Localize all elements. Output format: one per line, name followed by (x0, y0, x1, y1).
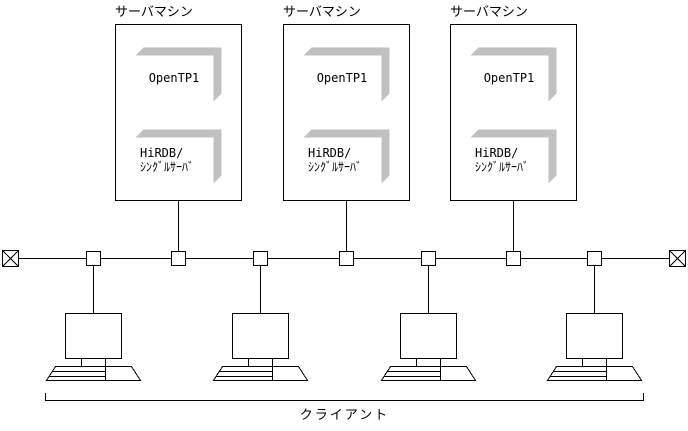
component-label: HiRDB/ ｼﾝｸﾞﾙｻｰﾊﾞ (308, 146, 363, 174)
bus-tap-connector (587, 251, 602, 266)
box3d-right-face (381, 47, 390, 102)
server-label: サーバマシン (450, 5, 528, 20)
server-machine-1: サーバマシン OpenTP1 HiRDB/ ｼﾝｸﾞﾙｻｰﾊﾞ (115, 5, 242, 201)
box3d-right-face (548, 129, 557, 184)
bus-tap-connector (86, 251, 101, 266)
clients-bracket-label: クライアント (299, 408, 390, 423)
monitor (232, 313, 289, 359)
box3d-right-face (548, 47, 557, 102)
box3d-top-face (470, 47, 557, 56)
component-label: OpenTP1 (316, 71, 368, 85)
client-workstation-icon (380, 313, 477, 381)
component-box-hirdb: HiRDB/ ｼﾝｸﾞﾙｻｰﾊﾞ (470, 129, 557, 184)
server-machine-box: OpenTP1 HiRDB/ ｼﾝｸﾞﾙｻｰﾊﾞ (450, 24, 577, 201)
bus-terminator-right-icon (669, 250, 686, 267)
box3d-shape (303, 47, 390, 102)
server-label: サーバマシン (115, 5, 193, 20)
server-machine-box: OpenTP1 HiRDB/ ｼﾝｸﾞﾙｻｰﾊﾞ (115, 24, 242, 201)
bus-tap-connector (506, 251, 521, 266)
keyboard (546, 366, 643, 381)
box3d-shape (470, 47, 557, 102)
box3d-shape (470, 129, 557, 184)
component-label: HiRDB/ ｼﾝｸﾞﾙｻｰﾊﾞ (475, 146, 530, 174)
keyboard (212, 366, 309, 381)
bus-tap-connector (421, 251, 436, 266)
monitor (566, 313, 623, 359)
component-label: OpenTP1 (483, 71, 535, 85)
box3d-front-face (470, 55, 549, 102)
box3d-shape (135, 47, 222, 102)
server-label: サーバマシン (283, 5, 361, 20)
box3d-top-face (470, 129, 557, 138)
box3d-front-face (470, 137, 549, 184)
box3d-shape (303, 129, 390, 184)
box3d-top-face (135, 47, 222, 56)
component-label: HiRDB/ ｼﾝｸﾞﾙｻｰﾊﾞ (140, 146, 195, 174)
component-box-hirdb: HiRDB/ ｼﾝｸﾞﾙｻｰﾊﾞ (303, 129, 390, 184)
client-workstation-icon (212, 313, 309, 381)
client-workstation-icon (45, 313, 142, 381)
server-machine-3: サーバマシン OpenTP1 HiRDB/ ｼﾝｸﾞﾙｻｰﾊﾞ (450, 5, 577, 201)
box3d-top-face (303, 129, 390, 138)
component-box-opentp1: OpenTP1 (303, 47, 390, 102)
monitor (400, 313, 457, 359)
bus-tap-connector (253, 251, 268, 266)
component-box-opentp1: OpenTP1 (135, 47, 222, 102)
keyboard (45, 366, 142, 381)
bus-tap-connector (171, 251, 186, 266)
box3d-shape (135, 129, 222, 184)
box3d-top-face (135, 129, 222, 138)
bus-tap-connector (339, 251, 354, 266)
component-box-opentp1: OpenTP1 (470, 47, 557, 102)
monitor (65, 313, 122, 359)
box3d-right-face (381, 129, 390, 184)
client-workstation-icon (546, 313, 643, 381)
box3d-front-face (303, 137, 382, 184)
server-machine-2: サーバマシン OpenTP1 HiRDB/ ｼﾝｸﾞﾙｻｰﾊﾞ (283, 5, 410, 201)
component-label: OpenTP1 (148, 71, 200, 85)
box3d-front-face (303, 55, 382, 102)
server-machine-box: OpenTP1 HiRDB/ ｼﾝｸﾞﾙｻｰﾊﾞ (283, 24, 410, 201)
box3d-right-face (213, 47, 222, 102)
box3d-front-face (135, 137, 214, 184)
bus-terminator-left-icon (2, 250, 19, 267)
box3d-right-face (213, 129, 222, 184)
clients-bracket (45, 393, 644, 401)
box3d-top-face (303, 47, 390, 56)
box3d-front-face (135, 55, 214, 102)
component-box-hirdb: HiRDB/ ｼﾝｸﾞﾙｻｰﾊﾞ (135, 129, 222, 184)
keyboard (380, 366, 477, 381)
